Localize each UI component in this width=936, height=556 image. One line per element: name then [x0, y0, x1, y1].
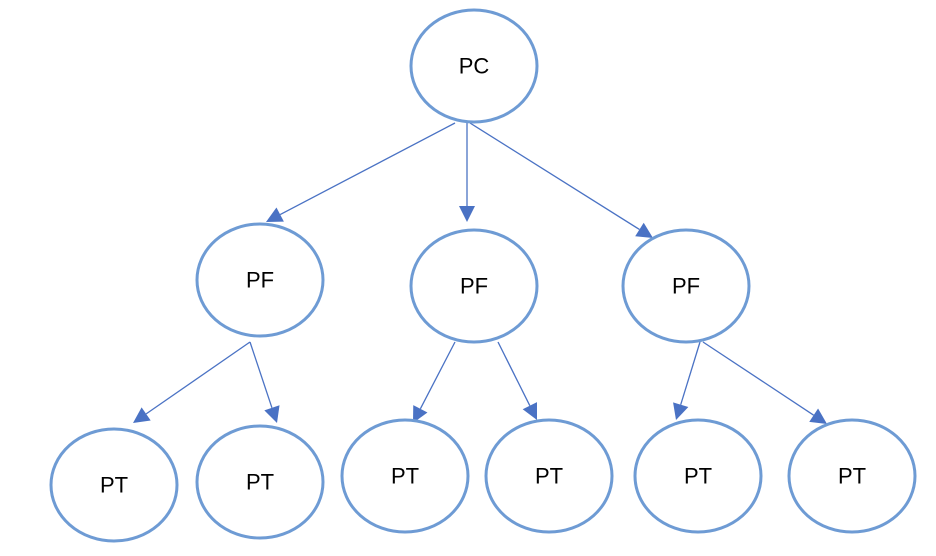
node-pf3-label: PF: [672, 274, 700, 299]
node-pc-label: PC: [459, 54, 490, 79]
edge-pf1-pt2: [249, 341, 273, 409]
arrowhead-pf2-pt3: [413, 405, 428, 423]
node-pc: PC: [409, 8, 539, 124]
node-pt2: PT: [195, 424, 325, 540]
edge-pf3-pt6: [702, 341, 815, 416]
arrowhead-pf3-pt5: [673, 402, 689, 420]
node-pf3-ellipse: [621, 228, 751, 344]
node-pt3-label: PT: [391, 464, 419, 489]
node-pf1-ellipse: [195, 222, 325, 338]
nodes-layer: PC PF PF PF PT PT PT PT PT PT: [49, 8, 917, 543]
arrowhead-pc-pf2: [459, 206, 475, 222]
node-pt2-ellipse: [195, 424, 325, 540]
node-pt2-label: PT: [246, 470, 274, 495]
edge-pc-pf3: [469, 122, 640, 231]
node-pf3: PF: [621, 228, 751, 344]
edges-layer: [133, 122, 827, 424]
node-pt3: PT: [340, 418, 470, 534]
node-pt6-label: PT: [838, 464, 866, 489]
node-pf2-label: PF: [460, 274, 488, 299]
arrowhead-pf2-pt4: [522, 402, 537, 420]
edge-pc-pf1: [279, 122, 456, 216]
node-pc-ellipse: [409, 8, 539, 124]
node-pt4: PT: [484, 418, 614, 534]
node-pt4-ellipse: [484, 418, 614, 534]
node-pt5-label: PT: [684, 464, 712, 489]
node-pf2-ellipse: [409, 228, 539, 344]
node-pt5-ellipse: [633, 418, 763, 534]
node-pt6: PT: [787, 418, 917, 534]
node-pt5: PT: [633, 418, 763, 534]
arrowhead-pf1-pt2: [264, 405, 280, 423]
arrowhead-pf1-pt1: [133, 407, 151, 423]
edge-pf2-pt4: [497, 341, 531, 406]
edge-pf2-pt3: [419, 341, 456, 410]
node-pf1: PF: [195, 222, 325, 338]
edge-pf1-pt1: [145, 341, 251, 415]
arrowhead-pc-pf3: [635, 222, 653, 238]
node-pt1-ellipse: [49, 427, 179, 543]
node-pf2: PF: [409, 228, 539, 344]
edge-pf3-pt5: [680, 341, 701, 405]
node-pt1: PT: [49, 427, 179, 543]
node-pt3-ellipse: [340, 418, 470, 534]
node-pt4-label: PT: [535, 464, 563, 489]
node-pt6-ellipse: [787, 418, 917, 534]
node-pt1-label: PT: [100, 473, 128, 498]
arrowhead-pc-pf1: [266, 207, 284, 222]
arrowhead-pf3-pt6: [809, 408, 827, 424]
node-pf1-label: PF: [246, 268, 274, 293]
